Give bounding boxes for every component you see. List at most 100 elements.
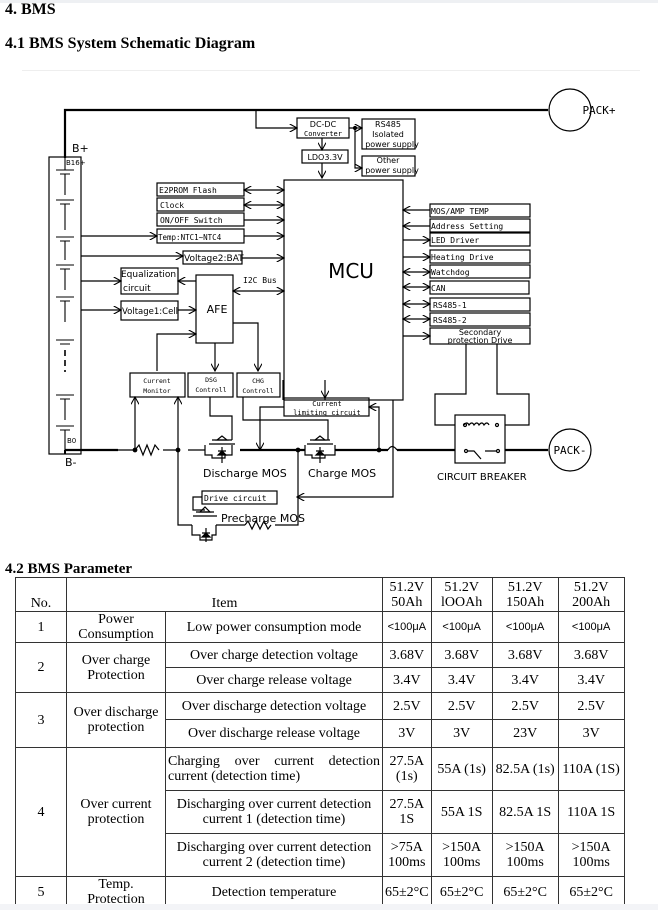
pack-minus-terminal: [548, 428, 592, 472]
rs485-ps-label-1: RS485: [375, 120, 401, 129]
row-no: 3: [15, 692, 67, 748]
battery-cells: [56, 157, 74, 450]
row-item: Over discharge detection voltage: [165, 692, 383, 720]
row-value: 55A (1s): [430, 747, 493, 791]
cell-bottom-label: B0: [67, 437, 76, 445]
row-value: 65±2°C: [491, 876, 559, 908]
other-ps-label-1: Other: [377, 156, 400, 165]
bms-schematic-diagram: PACK+ PACK- B+ B- B16+ B0 DC-DC Converte…: [48, 88, 616, 542]
i2c-bus-label: I2C Bus: [243, 276, 277, 285]
row-value: 3.68V: [430, 642, 493, 668]
table-row: Over discharge release voltage 3V 3V 23V…: [16, 719, 625, 748]
clock-label: Clock: [160, 201, 184, 210]
row-value: 110A 1S: [557, 790, 625, 834]
row-item: Over charge release voltage: [165, 667, 383, 693]
row-item: Charging over current detection current …: [165, 747, 383, 791]
row-item: Discharging over current detection curre…: [165, 790, 383, 834]
row-value: >150A 100ms: [430, 833, 493, 877]
mcu-box: [283, 179, 404, 401]
precharge-mos-symbol: [191, 506, 217, 542]
row-value: 65±2°C: [430, 876, 493, 908]
row-category: Over charge Protection: [66, 642, 166, 693]
row-value: 3.4V: [382, 667, 432, 693]
charge-mos-label: Charge MOS: [308, 467, 376, 480]
table-row: 2 Over charge Protection Over charge det…: [15, 642, 625, 693]
header-item: Item: [66, 577, 383, 612]
section-heading: 4. BMS: [5, 1, 56, 18]
circuit-breaker-label: CIRCUIT BREAKER: [437, 472, 527, 483]
dsg-label-2: Controll: [195, 386, 226, 394]
temp-label: Temp:NTC1~NTC4: [158, 233, 222, 242]
row-category: Over discharge protection: [66, 692, 166, 748]
row-value: 3.4V: [557, 667, 625, 693]
pack-plus-label: PACK+: [582, 104, 615, 117]
row-value: 3V: [557, 719, 625, 748]
table-row: 3 Over discharge protection Over dischar…: [15, 692, 625, 748]
row-item: Detection temperature: [165, 876, 383, 908]
row-value: >150A 100ms: [557, 833, 625, 877]
row-value: 27.5A (1s): [382, 747, 432, 791]
row-value: 3V: [430, 719, 493, 748]
rs485-1-label: RS485-1: [433, 301, 467, 310]
rs485-power-supply-box: [361, 118, 416, 150]
mcu-label: MCU: [328, 259, 374, 283]
circuit-breaker-box: [454, 414, 506, 464]
row-item: Low power consumption mode: [165, 611, 383, 643]
equalization-label-2: circuit: [123, 284, 151, 294]
parameter-heading: 4.2 BMS Parameter: [5, 561, 133, 577]
led-label: LED Driver: [431, 236, 479, 245]
row-value: 23V: [491, 719, 559, 748]
row-value: 3.68V: [382, 642, 432, 668]
b-plus-bus: [63, 108, 548, 158]
row-category: Power Consumption: [66, 611, 166, 643]
row-value: <100μA: [557, 611, 625, 643]
chg-label-1: CHG: [252, 377, 264, 385]
precharge-mos-label: Precharge MOS: [221, 512, 305, 525]
table-row: 5 Temp. Protection Detection temperature…: [15, 876, 625, 908]
current-monitor-box: [129, 372, 186, 398]
schematic-heading: 4.1 BMS System Schematic Diagram: [5, 35, 256, 52]
row-category: Over current protection: [66, 747, 166, 877]
current-limit-label-1: Current: [312, 400, 342, 408]
row-value: <100μA: [491, 611, 559, 643]
row-value: 3.68V: [557, 642, 625, 668]
row-value: >75A 100ms: [382, 833, 432, 877]
discharge-mos-label: Discharge MOS: [203, 467, 287, 480]
row-value: 65±2°C: [382, 876, 432, 908]
row-value: 2.5V: [557, 692, 625, 720]
header-no: No.: [15, 577, 67, 612]
secondary-label-2: protection Drive: [448, 336, 513, 345]
chg-control-box: [236, 372, 281, 398]
heating-label: Heating Drive: [431, 253, 494, 262]
current-limit-label-2: limiting circuit: [293, 409, 360, 417]
b-minus-label: B-: [65, 456, 77, 469]
row-value: 3.4V: [430, 667, 493, 693]
table-row: Discharging over current detection curre…: [16, 833, 625, 877]
row-item: Over charge detection voltage: [165, 642, 383, 668]
afe-label: AFE: [207, 303, 228, 316]
b-plus-label: B+: [72, 142, 89, 155]
row-item: Discharging over current detection curre…: [165, 833, 383, 877]
row-value: 3.4V: [491, 667, 559, 693]
viewer-top-edge: [0, 0, 658, 3]
row-value: 55A 1S: [430, 790, 493, 834]
charge-mos-symbol: [304, 435, 336, 463]
row-value: 3.68V: [491, 642, 559, 668]
pack-plus-terminal: [548, 88, 592, 132]
table-row: 4 Over current protection Charging over …: [15, 747, 625, 877]
row-value: <100μA: [430, 611, 493, 643]
eeprom-label: E2PROM Flash: [159, 186, 217, 195]
chg-label-2: Controll: [242, 387, 273, 395]
drive-circuit-label: Drive circuit: [204, 494, 267, 503]
row-value: 82.5A (1s): [491, 747, 559, 791]
row-value: <100μA: [382, 611, 432, 643]
discharge-mos-symbol: [204, 435, 235, 463]
ldo-label: LDO3.3V: [307, 153, 343, 162]
row-value: 65±2°C: [557, 876, 625, 908]
viewer-bottom-edge: [0, 904, 658, 910]
